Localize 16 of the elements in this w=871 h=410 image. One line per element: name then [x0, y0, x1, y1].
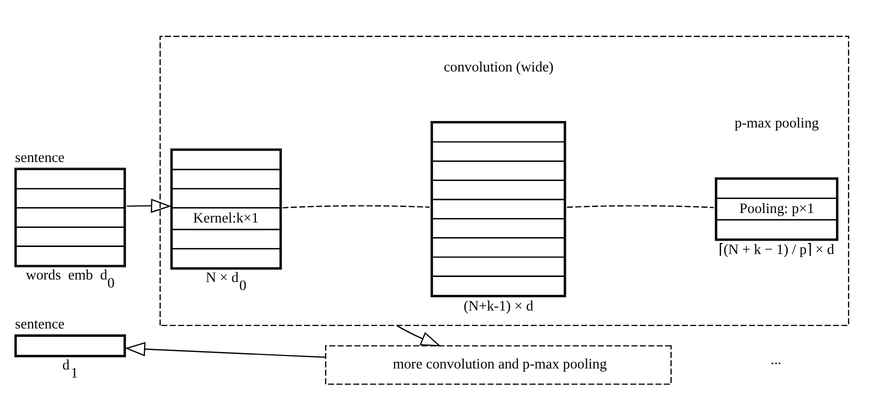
label: p-max pooling	[734, 115, 818, 132]
node-label: words emb d	[25, 266, 107, 283]
arrow	[126, 198, 171, 212]
node-label: (N+k-1) × d	[463, 298, 533, 314]
connector	[566, 204, 714, 208]
label: convolution (wide)	[443, 58, 554, 75]
arrow	[124, 342, 326, 358]
node-label: 0	[106, 274, 114, 291]
node-label: sentence	[14, 316, 64, 332]
label: ...	[770, 351, 781, 368]
node-label: ⌈(N + k − 1) / p⌉ × d	[718, 242, 834, 258]
arrow	[396, 324, 441, 346]
node-label: sentence	[14, 149, 64, 166]
cluster	[159, 35, 849, 326]
connector	[282, 204, 430, 208]
node-box: more convolution and p-max pooling	[324, 344, 672, 384]
